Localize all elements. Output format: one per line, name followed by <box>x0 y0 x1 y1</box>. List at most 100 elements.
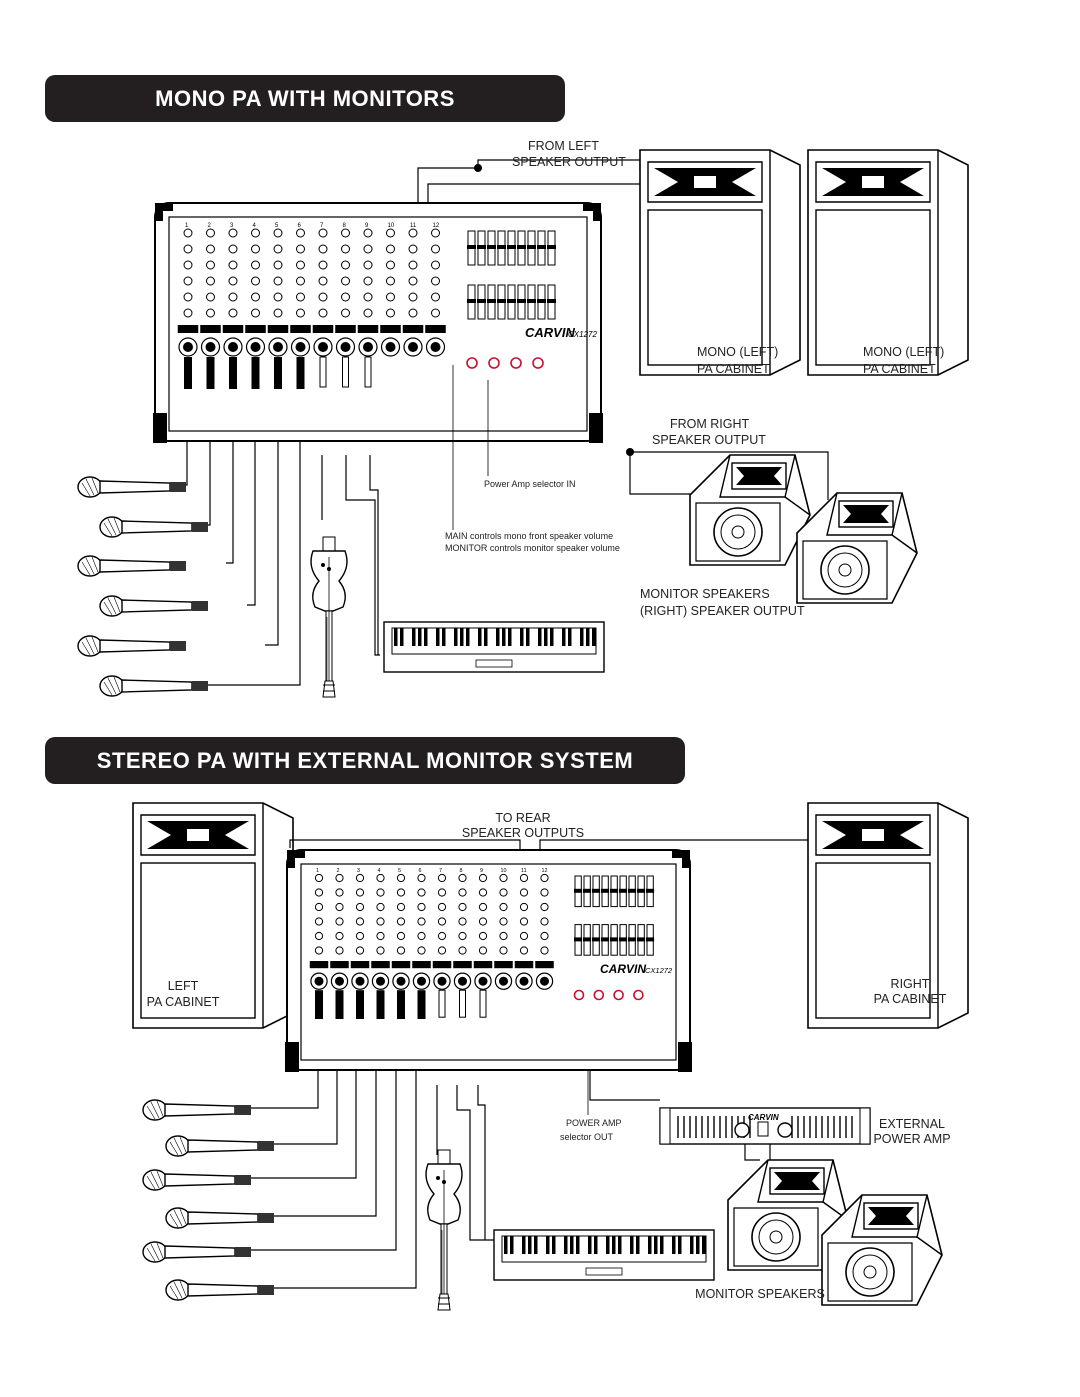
channel-number: 8 <box>460 868 463 874</box>
guitar-top <box>310 536 348 698</box>
xlr-plug <box>315 990 323 1019</box>
label-external: EXTERNAL <box>879 1117 945 1131</box>
channel-knob <box>341 292 350 302</box>
channel-knob <box>437 946 447 955</box>
channel-knob <box>396 888 406 897</box>
label-left: LEFT <box>167 979 199 993</box>
mic-cables-top <box>180 440 380 686</box>
channel-number: 2 <box>208 223 212 229</box>
channel-knob <box>437 888 447 897</box>
xlr-plug <box>376 990 385 1019</box>
channel-knob <box>183 228 193 238</box>
channel-knob <box>458 902 467 912</box>
channel-knob <box>273 276 283 286</box>
channel-number: 4 <box>378 868 381 874</box>
xlr-plug <box>397 990 405 1019</box>
master-knob <box>613 989 624 1001</box>
monitor-wedge-1 <box>689 454 811 566</box>
channel-knob <box>206 292 215 302</box>
channel-number: 11 <box>410 223 417 229</box>
channel-number: 3 <box>357 868 360 874</box>
mic-7 <box>142 1099 252 1121</box>
channel-knob <box>417 946 426 955</box>
channel-knob <box>206 260 215 270</box>
channel-knob <box>478 931 488 941</box>
channel-knob <box>251 228 260 238</box>
channel-knob <box>386 228 395 238</box>
keyboard-top <box>383 621 605 673</box>
channel-knob <box>296 292 305 302</box>
channel-knob <box>341 276 350 286</box>
channel-knob <box>431 292 440 302</box>
channel-knob <box>376 946 385 955</box>
channel-knob <box>251 276 260 286</box>
channel-knob <box>437 931 447 941</box>
channel-number: 6 <box>419 868 422 874</box>
channel-knob <box>478 946 488 955</box>
pa-cabinet-left-1 <box>639 149 801 376</box>
master-knob <box>532 357 544 369</box>
channel-knob <box>355 902 365 912</box>
channel-knob <box>458 946 467 955</box>
external-power-amp <box>659 1107 871 1145</box>
channel-knob <box>408 260 418 270</box>
channel-knob <box>396 873 406 883</box>
xlr-plug <box>335 990 344 1019</box>
xlr-plug <box>356 990 364 1019</box>
channel-number: 4 <box>253 223 257 229</box>
channel-knob <box>499 917 508 926</box>
channel-knob <box>273 228 283 238</box>
channel-knob <box>417 888 426 897</box>
channel-knob <box>335 931 344 941</box>
label-from-left: FROM LEFT <box>528 139 599 153</box>
channel-knob <box>206 276 215 286</box>
master-knob <box>633 989 644 1001</box>
channel-knob <box>318 228 328 238</box>
label-to-rear: TO REAR <box>495 811 551 825</box>
channel-knob <box>273 260 283 270</box>
channel-knob <box>318 276 328 286</box>
channel-knob <box>363 228 373 238</box>
channel-knob <box>408 276 418 286</box>
channel-knob <box>251 244 260 254</box>
label-power-amp-selector: Power Amp selector IN <box>484 479 576 489</box>
channel-knob <box>478 902 488 912</box>
channel-knob <box>408 292 418 302</box>
channel-knob <box>355 946 365 955</box>
channel-knob <box>341 228 350 238</box>
channel-number: 1 <box>316 868 319 874</box>
channel-knob <box>458 873 467 883</box>
channel-knob <box>341 308 350 318</box>
channel-knob <box>228 276 238 286</box>
channel-number: 7 <box>439 868 442 874</box>
mic-10 <box>165 1207 275 1229</box>
channel-knob <box>376 917 385 926</box>
mixer-brand-top: CARVIN <box>525 325 575 340</box>
jack-plug <box>438 989 446 1018</box>
channel-knob <box>376 888 385 897</box>
channel-knob <box>183 244 193 254</box>
label-power-amp-ext: POWER AMP <box>873 1132 951 1146</box>
channel-number: 9 <box>365 223 369 229</box>
channel-knob <box>251 308 260 318</box>
channel-knob <box>519 888 529 897</box>
channel-knob <box>540 917 549 926</box>
channel-number: 11 <box>521 868 527 874</box>
channel-knob <box>296 276 305 286</box>
channel-knob <box>540 931 549 941</box>
channel-knob <box>206 244 215 254</box>
channel-knob <box>376 902 385 912</box>
channel-knob <box>228 228 238 238</box>
xlr-plug <box>229 357 237 389</box>
mixer-brand-bottom: CARVIN <box>600 962 646 976</box>
label-left-pa-cabinet: PA CABINET <box>146 995 220 1009</box>
mic-cables-bottom <box>237 1070 494 1289</box>
label-selector-out: selector OUT <box>560 1132 614 1142</box>
channel-knob <box>519 917 529 926</box>
channel-knob <box>376 873 385 883</box>
channel-knob <box>335 888 344 897</box>
channel-number: 5 <box>275 223 279 229</box>
channel-knob <box>396 917 406 926</box>
channel-knob <box>519 873 529 883</box>
